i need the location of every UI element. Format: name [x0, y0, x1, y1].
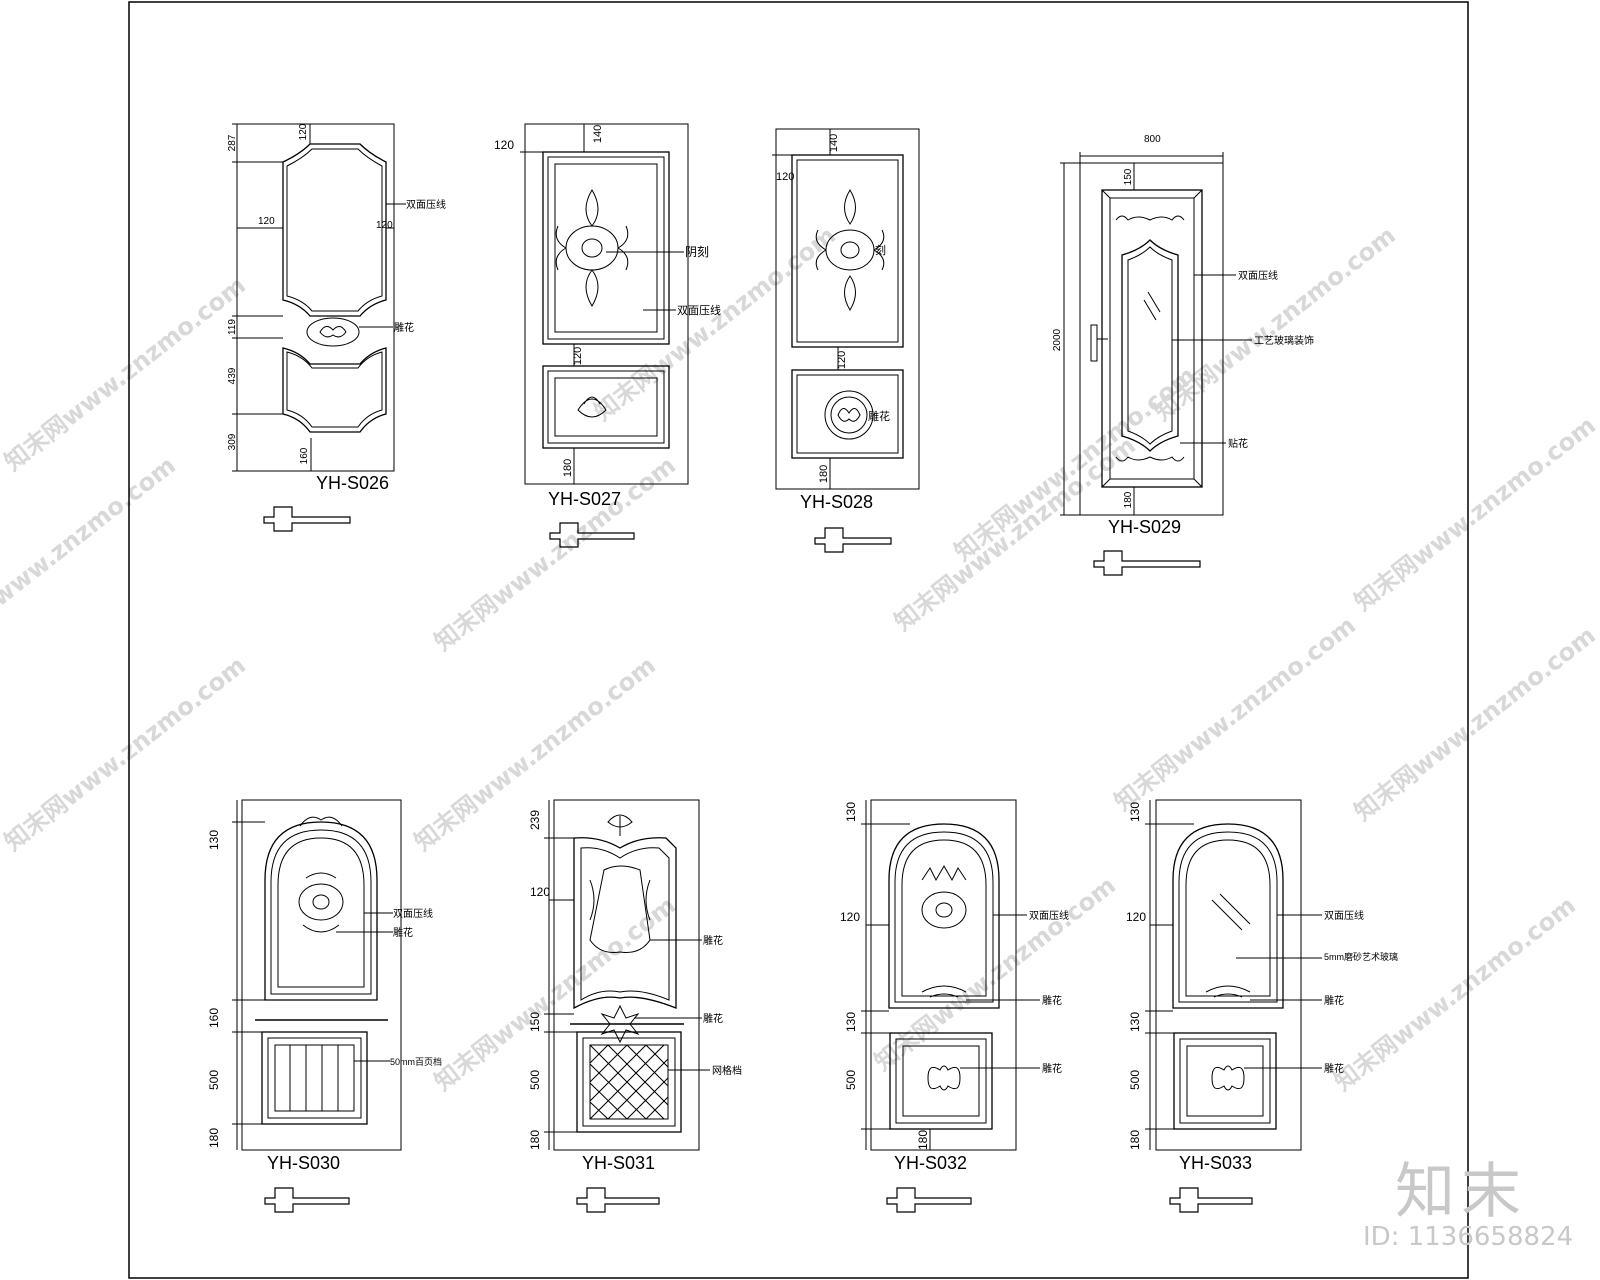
door-yh-s027 [520, 123, 689, 548]
dimension: 130 [844, 802, 858, 822]
watermark-text: 知末网www.znzmo.com [1149, 221, 1401, 426]
annotation: 贴花 [1228, 437, 1248, 450]
dimension: 800 [1144, 134, 1161, 145]
dimension: 150 [1123, 168, 1134, 185]
dimension: 120 [776, 171, 794, 183]
dimension: 500 [844, 1070, 858, 1090]
dimension: 120 [376, 220, 393, 231]
annotation: 50mm百页档 [390, 1056, 442, 1067]
annotation: 刻 [875, 243, 886, 257]
carving-ornament [921, 864, 967, 929]
watermark-text: 知末网www.znzmo.com [889, 431, 1141, 636]
watermark-text: 知末网www.znzmo.com [1109, 611, 1361, 816]
watermark-text: 知末网www.znzmo.com [0, 651, 251, 856]
dimension: 180 [1123, 491, 1134, 508]
watermark-text: 知末网www.znzmo.com [429, 451, 681, 656]
brand-logo: 知末 [1395, 1157, 1527, 1227]
watermark-text: 知末网www.znzmo.com [0, 271, 251, 476]
watermark-text: 知末网www.znzmo.com [1329, 891, 1581, 1096]
dimension: 500 [207, 1070, 221, 1090]
door-code: YH-S033 [1179, 1153, 1252, 1173]
door-code: YH-S026 [316, 473, 389, 493]
annotation: 工艺玻璃装饰 [1254, 334, 1314, 347]
dimension: 180 [818, 465, 830, 483]
dimension: 130 [1128, 1012, 1142, 1032]
annotation: 双面压线 [677, 303, 721, 317]
door-code: YH-S027 [548, 489, 621, 509]
dimension: 239 [528, 810, 542, 830]
dimension: 180 [528, 1130, 542, 1150]
door-yh-s029 [1060, 152, 1252, 576]
annotation: 阴刻 [685, 245, 709, 259]
dimension: 120 [1126, 910, 1146, 924]
dimension: 140 [828, 134, 840, 152]
door-code: YH-S031 [582, 1153, 655, 1173]
annotation: 雕花 [703, 1012, 723, 1025]
dimension: 180 [562, 459, 574, 477]
dimension: 180 [916, 1130, 930, 1150]
dimension: 140 [592, 125, 604, 143]
door-code: YH-S032 [894, 1153, 967, 1173]
dimension: 120 [572, 347, 584, 365]
dimension: 180 [207, 1128, 221, 1148]
door-code: YH-S028 [800, 492, 873, 512]
dimension: 130 [844, 1012, 858, 1032]
dimension: 120 [494, 138, 514, 152]
dimension: 160 [299, 447, 310, 464]
image-id-label: ID: 1136658824 [1363, 1222, 1574, 1252]
watermark-text: 知末网www.znzmo.com [1349, 411, 1600, 616]
annotation: 雕花 [1324, 994, 1344, 1007]
dimension: 287 [227, 134, 238, 151]
dimension: 2000 [1052, 328, 1063, 351]
annotation: 雕花 [1324, 1062, 1344, 1075]
door-code: YH-S029 [1108, 517, 1181, 537]
dimension: 150 [528, 1012, 542, 1032]
carving-ornament [555, 189, 629, 307]
door-yh-s032 [861, 799, 1040, 1213]
annotation: 网格档 [712, 1064, 742, 1077]
annotation: 雕花 [393, 926, 413, 939]
door-code: YH-S030 [267, 1153, 340, 1173]
dimension: 309 [227, 433, 238, 450]
dimension: 160 [207, 1008, 221, 1028]
dimension: 119 [227, 319, 238, 335]
annotation: 双面压线 [1324, 909, 1364, 922]
dimension: 500 [528, 1070, 542, 1090]
annotation: 雕花 [703, 934, 723, 947]
watermark-text: 知末网www.znzmo.com [0, 451, 181, 656]
dimension: 130 [1128, 802, 1142, 822]
dimension: 120 [298, 123, 309, 140]
annotation: 双面压线 [393, 907, 433, 920]
dimension: 439 [227, 367, 238, 384]
dimension: 120 [258, 216, 275, 227]
dimension: 180 [1128, 1130, 1142, 1150]
carving-ornament [298, 872, 344, 933]
annotation: 雕花 [1042, 994, 1062, 1007]
annotation: 雕花 [394, 321, 414, 334]
dimension: 120 [530, 885, 550, 899]
annotation: 双面压线 [1238, 269, 1278, 282]
drawing-border [128, 1, 1469, 1279]
annotation: 5mm磨砂艺术玻璃 [1324, 951, 1398, 962]
annotation: 雕花 [1042, 1062, 1062, 1075]
dimension: 500 [1128, 1070, 1142, 1090]
annotation: 双面压线 [1029, 909, 1069, 922]
door-yh-s033 [1145, 799, 1322, 1213]
carving-ornament [815, 189, 885, 311]
watermark-text: 知末网www.znzmo.com [1349, 621, 1600, 826]
door-yh-s028 [772, 128, 920, 553]
dimension: 120 [836, 351, 848, 369]
door-yh-s031 [544, 799, 710, 1213]
door-yh-s030 [232, 799, 402, 1213]
door-yh-s026 [232, 123, 406, 532]
dimension: 130 [207, 830, 221, 850]
annotation: 双面压线 [406, 198, 446, 211]
dimension: 120 [840, 910, 860, 924]
annotation: 雕花 [868, 409, 890, 423]
